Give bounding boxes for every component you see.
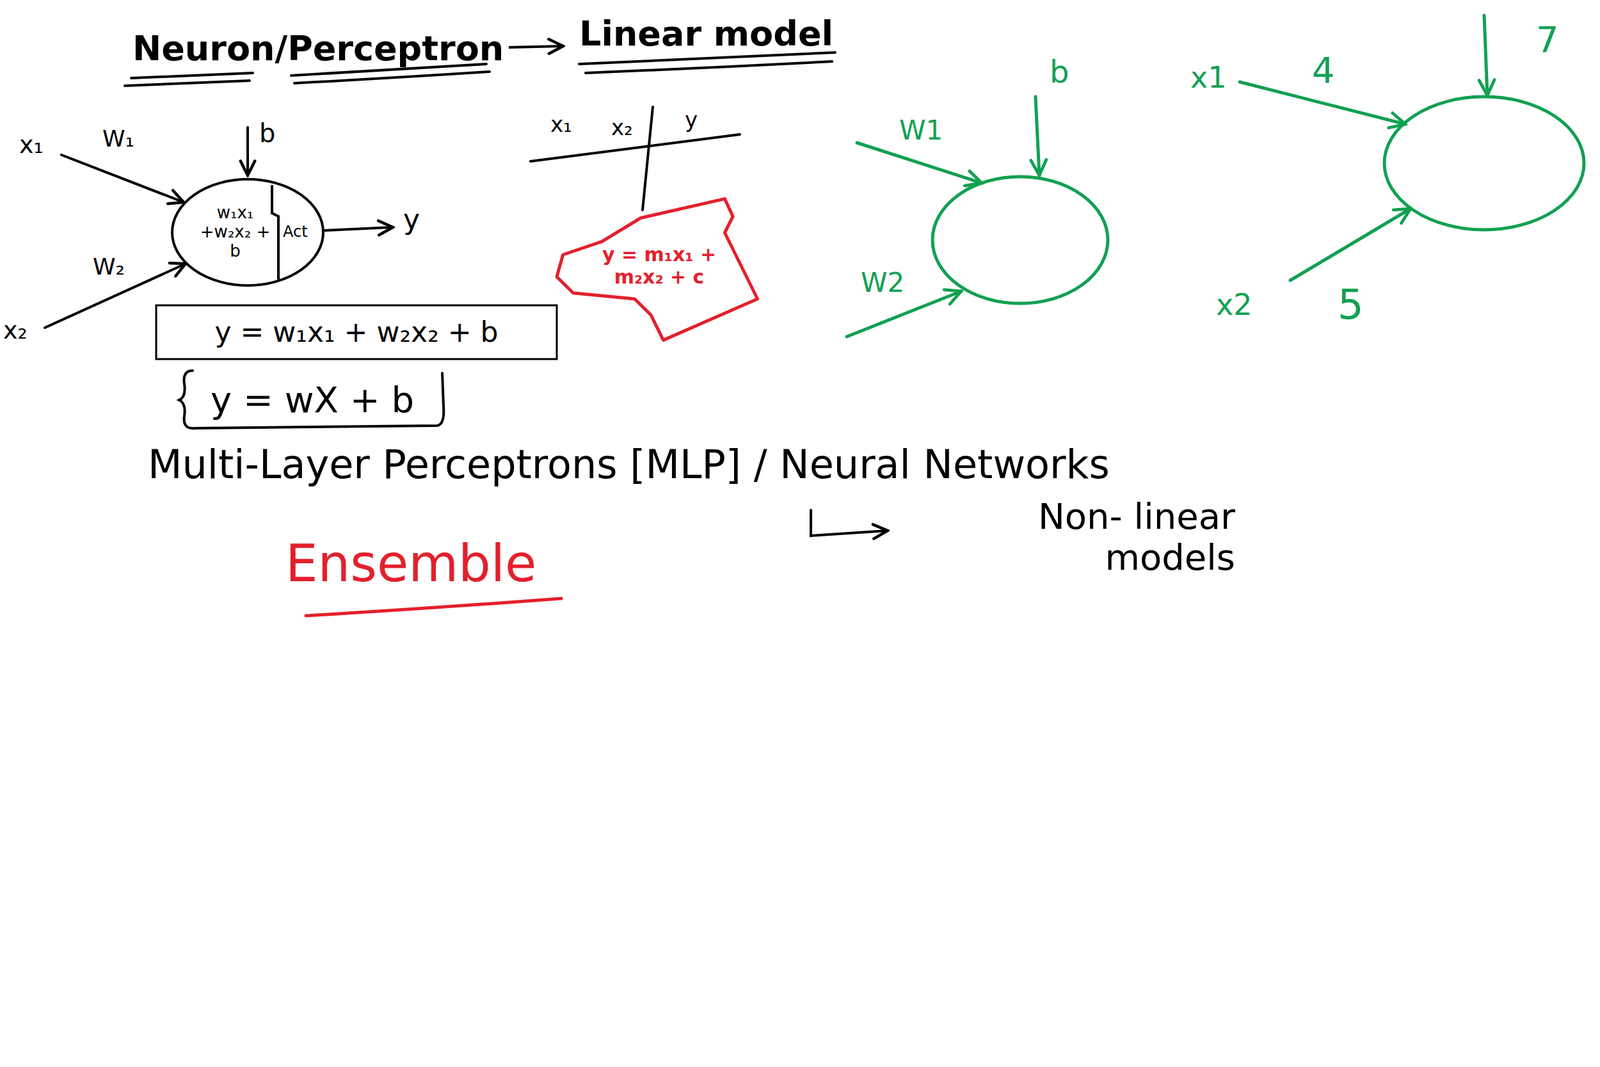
bent-arrow [810,510,888,536]
node-text: y = m₁x₁ + m₂x₂ + c [593,243,725,288]
input-label: x2 [1216,288,1253,322]
equation-brace: y = wX + b [178,368,447,432]
weight-value: 5 [1337,281,1364,329]
title: Neuron/Perceptron [132,28,504,69]
callout-outline [556,199,758,341]
brace-outline [179,370,444,429]
table-cell: x₂ [611,115,633,141]
note-text: Non- linear models [915,496,1236,579]
output-label: y [403,203,420,237]
heading-text: Linear model [579,14,834,54]
weight-label: W₁ [102,125,135,152]
note-text: Ensemble [285,534,537,594]
bias-label: b [1049,54,1069,90]
box-outline [156,305,557,360]
node-text: w₁x₁ +w₂x₂ + b [195,203,276,262]
node-subtext: Act [282,223,308,242]
table-lines [530,106,740,210]
input-label: x1 [1190,60,1227,95]
weight-label: W2 [860,267,905,299]
equation-box: y = w₁x₁ + w₂x₂ + b [154,304,559,361]
node-text: y = w₁x₁ + w₂x₂ + b [214,316,498,349]
weight-label: W₂ [92,253,125,280]
activation-divider [272,184,279,280]
table-cell: y [684,107,698,133]
title-arrow [508,46,564,48]
ensemble-underline [305,598,562,616]
weight-label: W1 [899,115,943,146]
green-neuron-2 [1239,15,1584,281]
input-label: x₁ [19,131,44,160]
node-text: y = wX + b [210,379,415,421]
input-label: x₂ [3,316,28,345]
callout-shape: y = m₁x₁ + m₂x₂ + c [556,195,762,344]
neuron-outline [172,179,324,286]
green-neuron-1 [846,96,1108,337]
bias-value: 7 [1536,19,1560,61]
neuron-wires [44,127,393,328]
table-cell: x₁ [550,112,573,137]
weight-value: 4 [1312,49,1336,91]
note-text: Multi-Layer Perceptrons [MLP] / Neural N… [147,441,1110,488]
neuron-circle: w₁x₁ +w₂x₂ + b Act [170,177,325,287]
bias-label: b [259,118,276,148]
